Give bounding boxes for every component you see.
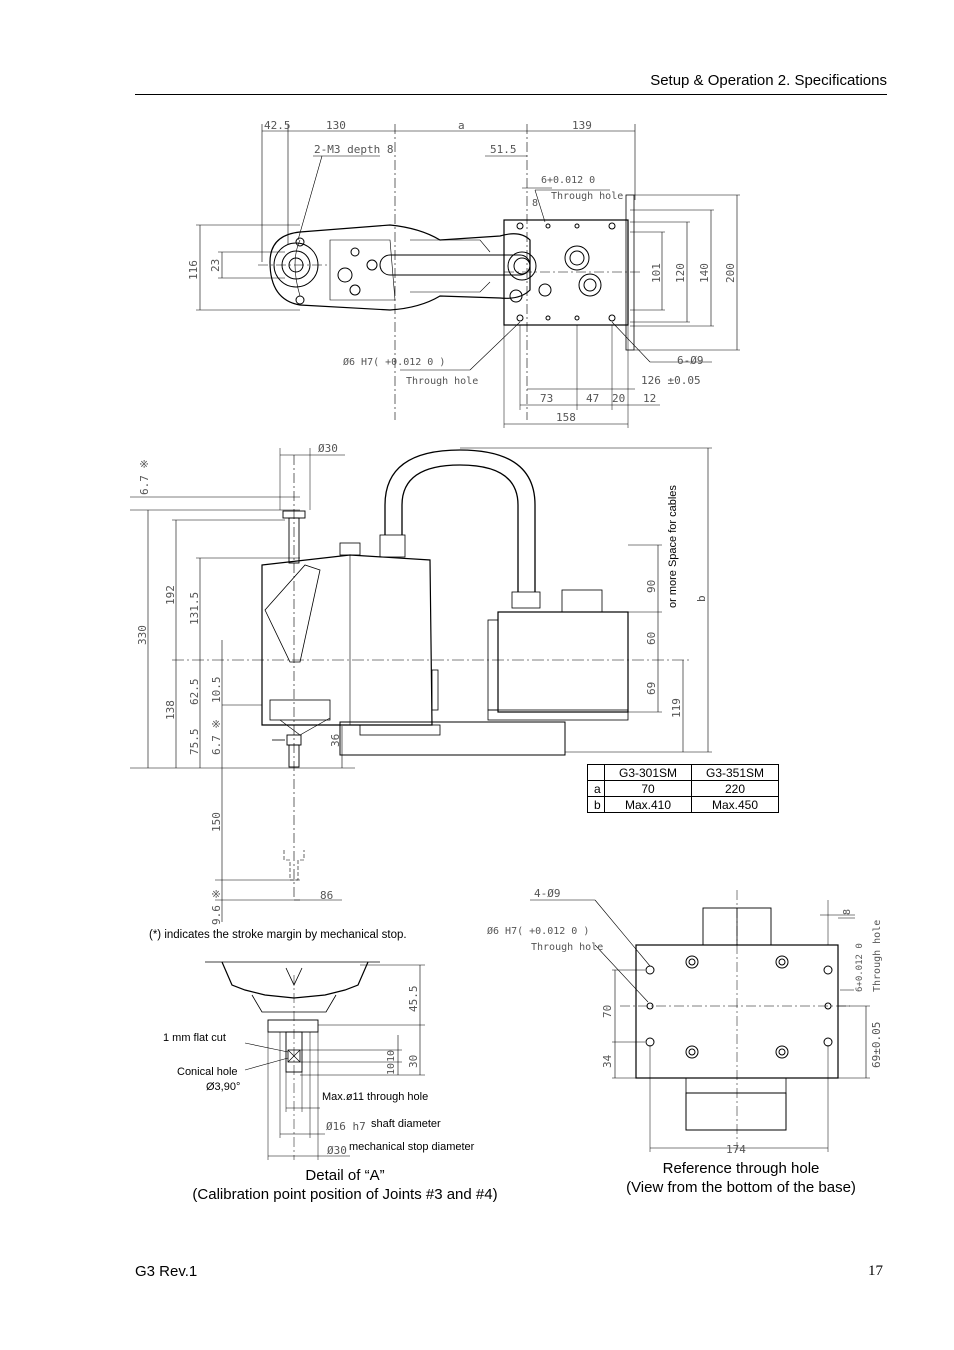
mech-stop-label: mechanical stop diameter xyxy=(349,1141,475,1153)
table-cell: a xyxy=(587,780,605,797)
detail-a-drawing xyxy=(205,961,425,1160)
dim-stroke-6-7b: 6.7 ※ xyxy=(210,719,223,755)
dim-through-hole-bottom: Through hole xyxy=(531,942,603,953)
dim-130: 130 xyxy=(326,119,346,132)
table-cell: Max.410 xyxy=(604,796,692,813)
dim-34: 34 xyxy=(601,1054,614,1068)
dim-86: 86 xyxy=(320,889,333,902)
dim-47: 47 xyxy=(586,392,599,405)
dim-six-phi9: 6-Ø9 xyxy=(677,354,704,367)
page-number: 17 xyxy=(868,1263,883,1279)
shaft-diameter-label: shaft diameter xyxy=(371,1118,441,1130)
table-row: a 70 220 xyxy=(587,780,779,797)
detail-a-caption: Detail of “A” (Calibration point positio… xyxy=(150,1166,540,1204)
dim-192: 192 xyxy=(164,585,177,605)
dim-six-tol-bottom: 6+0.012 0 xyxy=(855,943,865,992)
dim-through-hole-2: Through hole xyxy=(406,376,478,387)
dim-70: 70 xyxy=(601,1005,614,1018)
dim-119: 119 xyxy=(670,698,683,718)
dim-69: 69 xyxy=(645,682,658,695)
dim-four-phi9: 4-Ø9 xyxy=(534,887,561,900)
dim-36: 36 xyxy=(329,734,342,747)
dim-60: 60 xyxy=(645,632,658,645)
dim-8-bottom: 8 xyxy=(842,909,853,915)
doc-revision: G3 Rev.1 xyxy=(135,1263,198,1280)
dim-42-5: 42.5 xyxy=(264,119,291,132)
dim-phi16: Ø16 h7 xyxy=(326,1120,366,1133)
top-view-drawing xyxy=(196,124,740,428)
detail-a-caption-title: Detail of “A” xyxy=(305,1167,385,1184)
dim-62-5: 62.5 xyxy=(188,679,201,706)
dim-10-b: 10 xyxy=(386,1063,397,1075)
dim-120: 120 xyxy=(674,263,687,283)
page-header: Setup & Operation 2. Specifications xyxy=(135,72,887,95)
dim-10-5: 10.5 xyxy=(210,677,223,704)
dim-101: 101 xyxy=(650,263,663,283)
cable-space-note: or more Space for cables xyxy=(667,485,679,608)
bottom-view-caption-sub: (View from the bottom of the base) xyxy=(626,1179,856,1196)
detail-a-caption-sub: (Calibration point position of Joints #3… xyxy=(192,1186,498,1203)
dim-30: 30 xyxy=(407,1055,420,1068)
table-cell: b xyxy=(587,796,605,813)
dim-45-5: 45.5 xyxy=(407,986,420,1013)
table-cell: 70 xyxy=(604,780,692,797)
dim-through-hole: Through hole xyxy=(551,191,623,202)
dim-phi30-detail: Ø30 xyxy=(327,1144,347,1157)
conical-angle-label: Ø3,90° xyxy=(206,1081,240,1093)
max11-label: Max.ø11 through hole xyxy=(322,1091,428,1103)
table-header: G3-351SM xyxy=(691,764,779,781)
dim-a: a xyxy=(458,119,465,132)
dim-138: 138 xyxy=(164,700,177,720)
dim-330: 330 xyxy=(136,625,149,645)
table-cell: Max.450 xyxy=(691,796,779,813)
dim-six-tol: 6+0.012 0 xyxy=(541,175,595,186)
dim-20: 20 xyxy=(612,392,625,405)
dim-through-hole-bottom-2: Through hole xyxy=(872,920,883,992)
dim-174: 174 xyxy=(726,1143,746,1156)
dim-10-a: 10 xyxy=(386,1050,397,1062)
dim-73: 73 xyxy=(540,392,553,405)
variants-table: G3-301SM G3-351SM a 70 220 b Max.410 Max… xyxy=(587,764,779,813)
bottom-view-caption-title: Reference through hole xyxy=(662,1160,820,1177)
dim-126: 126 ±0.05 xyxy=(641,374,701,387)
dim-phi6-h7: Ø6 H7( +0.012 0 ) xyxy=(343,356,445,368)
flat-cut-label: 1 mm flat cut xyxy=(163,1032,226,1044)
dim-stroke-9-6: 9.6 ※ xyxy=(210,889,223,925)
table-header-row: G3-301SM G3-351SM xyxy=(587,764,779,781)
table-cell xyxy=(587,764,605,781)
dim-75-5: 75.5 xyxy=(188,729,201,756)
dim-b: b xyxy=(695,595,708,602)
table-cell: 220 xyxy=(691,780,779,797)
dim-stroke-6-7: 6.7 ※ xyxy=(138,459,151,495)
dim-phi6-bottom: Ø6 H7( +0.012 0 ) xyxy=(487,925,589,937)
dim-116: 116 xyxy=(187,260,200,280)
bottom-view-drawing xyxy=(530,890,870,1152)
table-row: b Max.410 Max.450 xyxy=(587,796,779,813)
dim-150: 150 xyxy=(210,812,223,832)
dim-m3-depth: 2-M3 depth 8 xyxy=(314,143,393,156)
table-header: G3-301SM xyxy=(604,764,692,781)
dim-51-5: 51.5 xyxy=(490,143,517,156)
stroke-margin-note: (*) indicates the stroke margin by mecha… xyxy=(149,929,407,941)
dim-140: 140 xyxy=(698,263,711,283)
dim-90: 90 xyxy=(645,580,658,593)
conical-hole-label: Conical hole xyxy=(177,1066,238,1078)
dim-8: 8 xyxy=(532,198,538,209)
bottom-view-caption: Reference through hole (View from the bo… xyxy=(596,1159,886,1197)
dim-158: 158 xyxy=(556,411,576,424)
dim-12: 12 xyxy=(643,392,656,405)
dim-23: 23 xyxy=(209,259,222,272)
dim-131-5: 131.5 xyxy=(188,592,201,625)
side-view-drawing xyxy=(130,447,712,922)
dim-139: 139 xyxy=(572,119,592,132)
dim-69-tol: 69±0.05 xyxy=(870,1022,883,1068)
dim-200: 200 xyxy=(724,263,737,283)
section-title: Setup & Operation 2. Specifications xyxy=(650,72,887,89)
dim-phi30: Ø30 xyxy=(318,442,338,455)
